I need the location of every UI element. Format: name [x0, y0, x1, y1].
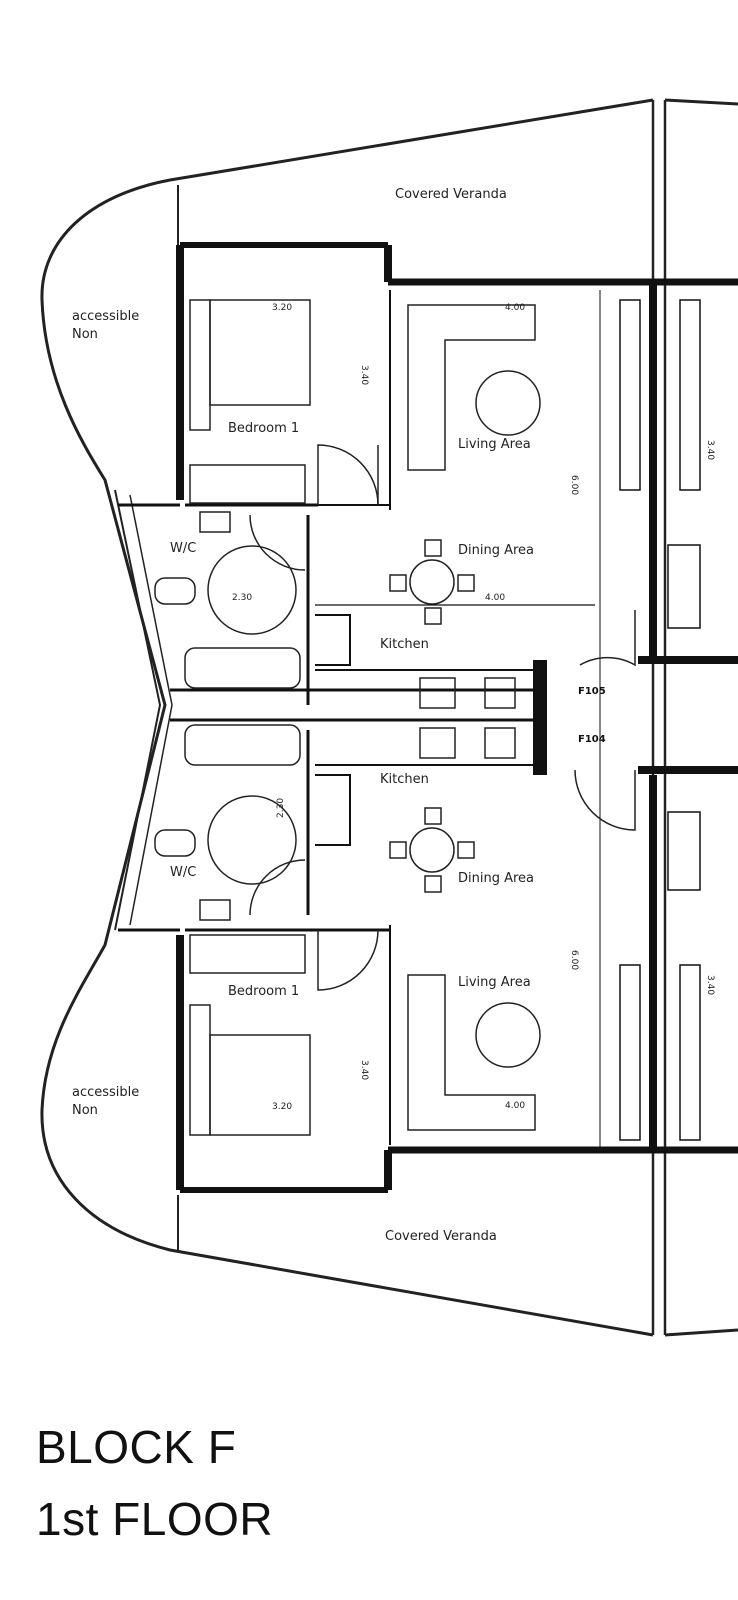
sink [484, 727, 516, 759]
floor-title: 1st FLOOR [36, 1493, 274, 1545]
basin [199, 511, 231, 533]
room-label-non-accessible: accessible [72, 1085, 139, 1100]
room-label-bedroom: Bedroom 1 [228, 984, 299, 999]
wc-turning-circle [207, 545, 297, 635]
sofa [407, 974, 536, 1131]
room-label-bedroom: Bedroom 1 [228, 421, 299, 436]
room-label-dining: Dining Area [458, 871, 534, 886]
room-label-living: Living Area [458, 975, 531, 990]
bathtub [184, 647, 301, 689]
basin [199, 899, 231, 921]
coffee-table [475, 370, 541, 436]
room-label-kitchen: Kitchen [380, 772, 429, 787]
upper-furniture [154, 299, 541, 709]
room-label-wc: W/C [170, 541, 196, 556]
dim-living-depth: 6.00 [569, 475, 579, 495]
dim-dining-width: 4.00 [485, 593, 505, 603]
room-label-veranda: Covered Veranda [385, 1229, 497, 1244]
sink [484, 677, 516, 709]
room-label-non-accessible: accessible [72, 309, 139, 324]
hob [419, 727, 456, 759]
dim-living-depth: 6.00 [569, 950, 579, 970]
upper-unit-walls [118, 242, 738, 1150]
coffee-table [475, 1002, 541, 1068]
sofa [407, 304, 536, 471]
lower-unit-walls [118, 730, 738, 1193]
lower-furniture [154, 724, 541, 1136]
unit-number: F105 [578, 686, 606, 697]
room-label-dining: Dining Area [458, 543, 534, 558]
wardrobe [189, 934, 306, 974]
wardrobe [189, 464, 306, 504]
dim-bedroom-width: 3.20 [272, 1102, 292, 1112]
upper-labels: Covered Veranda accessible Non Bedroom 1… [72, 187, 715, 697]
dining-table [409, 827, 455, 873]
dim-living-width: 4.00 [505, 1101, 525, 1111]
dim-bedroom-width: 3.20 [272, 303, 292, 313]
room-label-kitchen: Kitchen [380, 637, 429, 652]
bed [209, 1034, 311, 1136]
toilet [154, 829, 196, 857]
room-label-veranda: Covered Veranda [395, 187, 507, 202]
lower-labels: Covered Veranda accessible Non Bedroom 1… [72, 734, 715, 1244]
dim-wc-depth: 2.30 [232, 593, 252, 603]
dim-bedroom-depth: 3.40 [359, 1060, 369, 1080]
dim-right-depth: 3.40 [705, 440, 715, 460]
bedside-unit [189, 1004, 211, 1136]
room-label-non-accessible-2: Non [72, 1103, 98, 1118]
dim-wc-depth: 2.30 [276, 798, 286, 818]
dim-right-depth: 3.40 [705, 975, 715, 995]
toilet [154, 577, 196, 605]
room-label-living: Living Area [458, 437, 531, 452]
wc-turning-circle [207, 795, 297, 885]
hob [419, 677, 456, 709]
doors [249, 444, 636, 991]
bathtub [184, 724, 301, 766]
dim-bedroom-depth: 3.40 [359, 365, 369, 385]
bed [209, 299, 311, 406]
room-label-wc: W/C [170, 865, 196, 880]
block-title: BLOCK F [36, 1421, 237, 1473]
dim-living-width: 4.00 [505, 303, 525, 313]
dining-table [409, 559, 455, 605]
unit-number: F104 [578, 734, 606, 745]
room-label-non-accessible-2: Non [72, 327, 98, 342]
bedside-unit [189, 299, 211, 431]
